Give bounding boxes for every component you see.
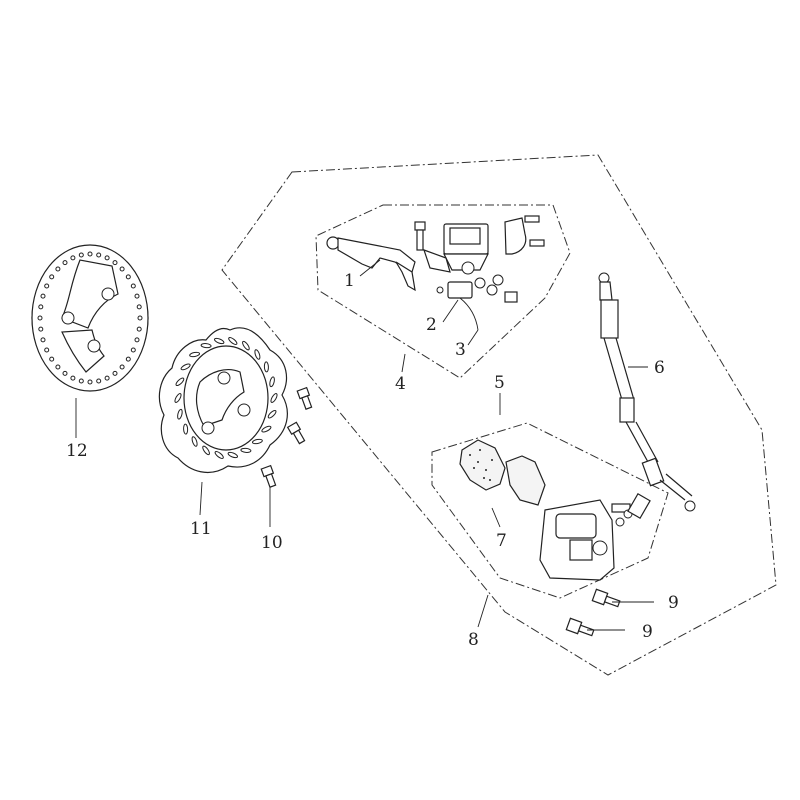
caliper-bolts	[565, 588, 621, 637]
disc-vent-hole	[104, 255, 110, 261]
disc-slot	[261, 425, 272, 433]
handlebar-clamp	[504, 215, 545, 255]
disc-vent-hole	[136, 326, 142, 332]
disc-slot	[227, 451, 239, 459]
disc-slot	[269, 376, 275, 388]
disc-vent-hole	[62, 370, 68, 376]
disc-vent-hole	[78, 378, 84, 384]
disc-slot	[202, 445, 210, 456]
disc-slot	[191, 436, 198, 447]
disc-slot	[251, 438, 263, 445]
disc-vent-hole	[40, 337, 46, 343]
disc-vent-hole	[130, 283, 136, 289]
disc-vent-hole	[78, 252, 84, 258]
front-wave-brake-disc	[158, 327, 288, 474]
brake-light-switch	[436, 281, 479, 331]
callout-11: 11	[190, 519, 212, 539]
disc-vent-hole	[37, 315, 43, 321]
disc-vent-hole	[49, 274, 55, 280]
disc-slot	[183, 423, 189, 435]
disc-vent-hole	[125, 356, 131, 362]
disc-vent-hole	[136, 304, 142, 310]
pad-texture-dot	[479, 449, 481, 451]
disc-vent-hole	[134, 293, 140, 299]
rear-brake-disc	[31, 244, 149, 392]
pad-texture-dot	[469, 454, 471, 456]
disc-vent-hole	[96, 378, 102, 384]
disc-vent-hole	[96, 252, 102, 258]
disc-slot	[180, 363, 191, 371]
disc-vent-hole	[125, 274, 131, 280]
callout-2: 2	[426, 315, 437, 335]
disc-vent-hole	[44, 347, 50, 353]
callout-1: 1	[344, 271, 355, 291]
callout-4: 4	[395, 374, 406, 394]
disc-vent-hole	[44, 283, 50, 289]
disc-vent-hole	[134, 337, 140, 343]
disc-vent-hole	[70, 375, 76, 381]
brake-caliper	[539, 493, 651, 581]
callout-9-lower: 9	[642, 622, 653, 642]
pad-texture-dot	[491, 459, 493, 461]
callout-3: 3	[455, 340, 466, 360]
disc-slot	[240, 447, 252, 453]
disc-vent-hole	[55, 364, 61, 370]
brake-lever	[326, 236, 416, 292]
disc-slot	[228, 337, 238, 345]
disc-vent-hole	[130, 347, 136, 353]
disc-vent-hole	[38, 304, 44, 310]
pad-texture-dot	[489, 479, 491, 481]
disc-vent-hole	[112, 260, 118, 266]
disc-vent-hole	[87, 379, 93, 385]
assembly-outline-4	[315, 204, 571, 379]
disc-slot	[267, 409, 277, 419]
lever-washers	[474, 274, 518, 303]
callout-6: 6	[654, 358, 665, 378]
callout-10: 10	[261, 533, 283, 553]
brake-hose	[598, 272, 696, 512]
disc-slot	[177, 408, 183, 420]
disc-slot	[254, 349, 261, 360]
disc-vent-hole	[62, 260, 68, 266]
disc-vent-hole	[55, 266, 61, 272]
disc-vent-hole	[38, 326, 44, 332]
disc-bolts	[260, 386, 313, 488]
disc-slot	[189, 351, 201, 358]
assembly-outline-8	[221, 154, 777, 676]
disc-slot	[242, 340, 250, 351]
disc-slot	[213, 337, 225, 345]
pad-texture-dot	[485, 469, 487, 471]
disc-vent-hole	[104, 375, 110, 381]
disc-vent-hole	[112, 370, 118, 376]
disc-slot	[270, 393, 278, 403]
disc-vent-hole	[119, 266, 125, 272]
disc-vent-hole	[70, 255, 76, 261]
disc-slot	[174, 393, 182, 403]
disc-vent-hole	[87, 251, 93, 257]
disc-slot	[200, 343, 212, 349]
disc-vent-hole	[49, 356, 55, 362]
callout-9-upper: 9	[668, 593, 679, 613]
callout-8: 8	[468, 630, 479, 650]
callout-7: 7	[496, 531, 507, 551]
callout-12: 12	[66, 441, 88, 461]
callout-5: 5	[494, 373, 505, 393]
assembly-outline-5	[431, 422, 669, 599]
disc-vent-hole	[119, 364, 125, 370]
disc-slot	[214, 451, 224, 459]
disc-slot	[263, 361, 269, 373]
master-cylinder	[414, 221, 489, 275]
disc-vent-hole	[137, 315, 143, 321]
pad-texture-dot	[477, 461, 479, 463]
disc-slot	[175, 377, 185, 387]
brake-pads	[459, 439, 546, 506]
disc-vent-hole	[40, 293, 46, 299]
pad-texture-dot	[483, 477, 485, 479]
leader-lines	[75, 259, 654, 631]
pad-texture-dot	[473, 467, 475, 469]
